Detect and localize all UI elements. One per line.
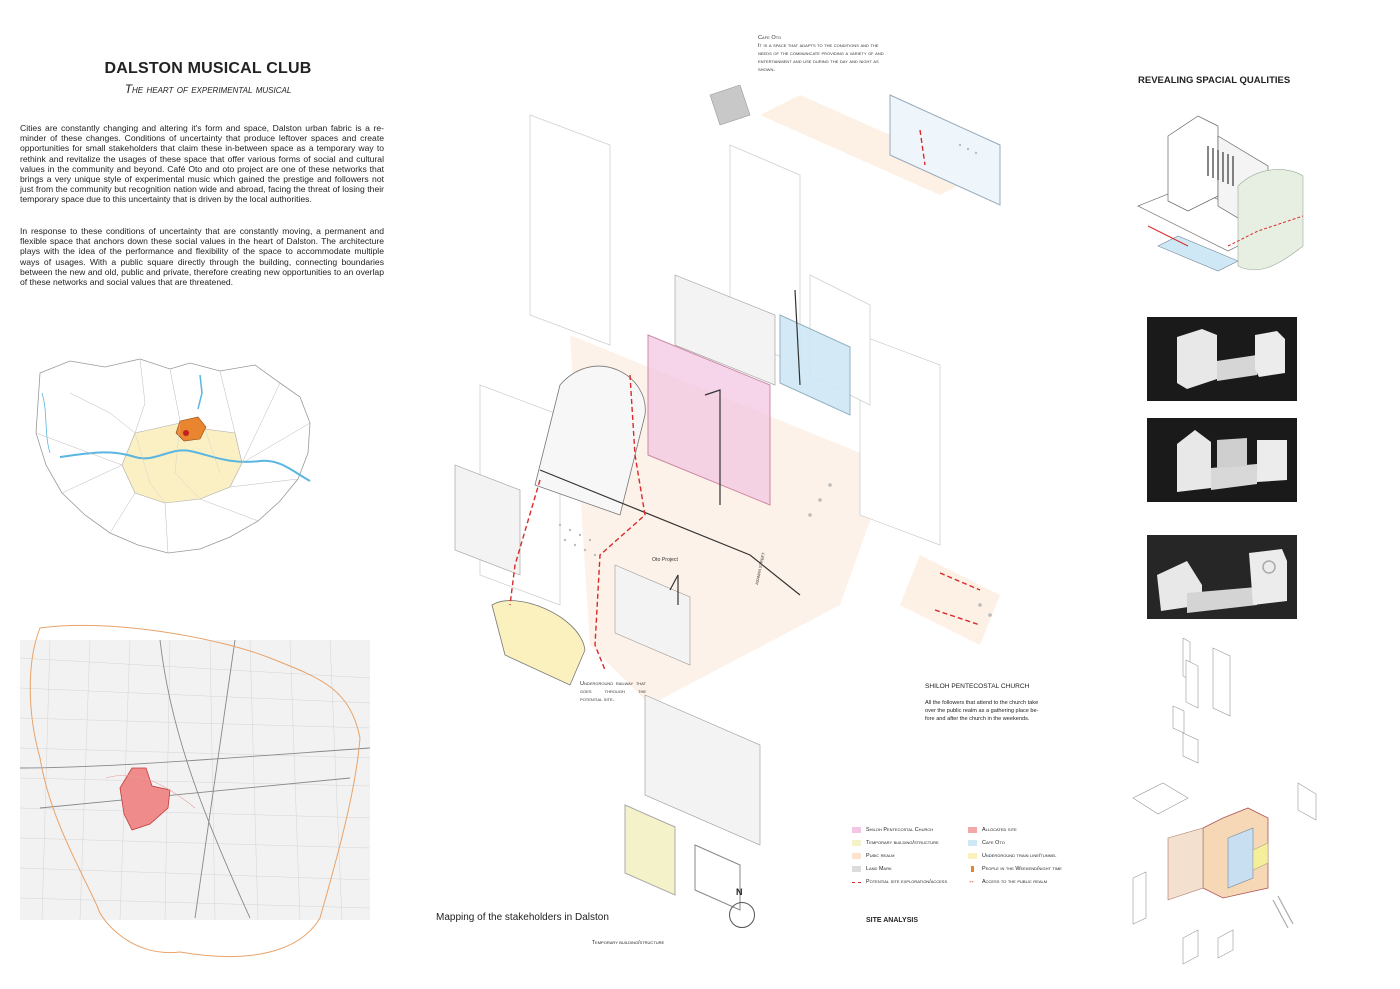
legend-item: Land Mark (852, 866, 892, 872)
legend-item: Pubic realm (852, 853, 894, 859)
site-analysis-label: SITE ANALYSIS (866, 917, 918, 924)
spatial-qualities-axonometric (1137, 115, 1304, 272)
mapping-caption: Mapping of the stakeholders in Dalston (436, 912, 609, 923)
railway-note: Underground railway that goes through th… (580, 681, 646, 703)
legend-item: Allocated site (968, 827, 1017, 833)
legend-item: Potential site exploration/access (852, 879, 947, 885)
page-title: DALSTON MUSICAL CLUB (104, 60, 312, 77)
legend-swatch (852, 840, 861, 846)
legend-swatch (852, 866, 861, 872)
exploded-axonometric (1132, 638, 1317, 965)
temporary-caption: Temporary building/structure (592, 940, 665, 946)
legend-swatch (852, 827, 861, 833)
street-label: ASHWIN STREET (754, 551, 766, 585)
north-arrow-icon (729, 902, 755, 928)
cafe-oto-note: Cafe Oto It is a space that adapts to th… (758, 34, 888, 74)
legend-swatch (968, 840, 977, 846)
london-borough-map (35, 358, 311, 554)
legend-item: ↔Access to the public realm (968, 878, 1048, 885)
legend-item: People in the Weekend/night time (968, 866, 1062, 872)
site-legend: Shiloh Pentecostal Church Temporary buil… (852, 827, 1112, 897)
north-label: N (736, 887, 743, 897)
cafe-oto-title: Cafe Oto (758, 35, 782, 41)
person-icon (971, 866, 974, 872)
dalston-street-map (20, 624, 370, 957)
oto-project-label: Oto Project (652, 557, 679, 563)
intro-paragraph-2: In response to these conditions of uncer… (20, 226, 384, 288)
legend-item: Temporary building/structure (852, 840, 939, 846)
model-photo-1 (1147, 317, 1297, 401)
double-arrow-icon: ↔ (968, 878, 975, 885)
intro-paragraph-1: Cities are constantly changing and alter… (20, 123, 384, 205)
legend-swatch (852, 853, 861, 859)
cafe-oto-text: It is a space that adapts to the conditi… (758, 43, 884, 73)
revealing-title: REVEALING SPACIAL QUALITIES (1138, 75, 1291, 86)
church-text: All the followers that attend to the chu… (925, 700, 1039, 722)
legend-swatch (968, 853, 977, 859)
model-photo-2 (1147, 418, 1297, 502)
model-photo-1-image (1177, 329, 1285, 389)
site-axonometric-drawing: Oto Project ASHWIN STREET (454, 85, 1001, 911)
page-subtitle: The heart of experimental musical (124, 82, 292, 96)
dashed-line-icon (852, 881, 861, 883)
legend-item: Shiloh Pentecostal Church (852, 827, 933, 833)
legend-swatch (968, 827, 977, 833)
model-photo-3 (1147, 535, 1297, 619)
model-photo-2-image (1177, 430, 1287, 492)
legend-item: Underground train line/tunnel (968, 853, 1056, 859)
legend-item: Cafe Oto (968, 840, 1005, 846)
church-title: SHILOH PENTECOSTAL CHURCH (925, 683, 1030, 690)
model-photo-3-image (1157, 549, 1287, 613)
